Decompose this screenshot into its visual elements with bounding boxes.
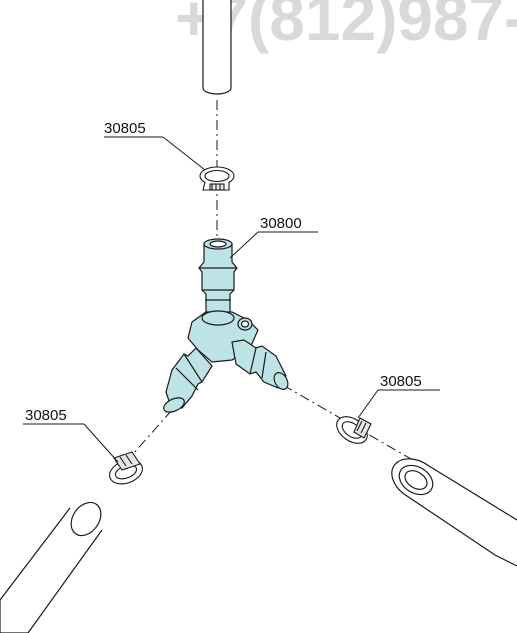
hose-clamp-top <box>199 166 235 191</box>
leader-line <box>83 423 119 463</box>
tee-fitting <box>163 238 289 413</box>
callout-30805-top: 30805 <box>104 120 206 171</box>
hose-left <box>0 501 103 633</box>
callout-30800: 30800 <box>229 215 318 259</box>
leader-line <box>162 136 206 171</box>
watermark-text: +7(812)987- <box>175 0 517 54</box>
leader-line <box>229 231 259 259</box>
part-number-label: 30805 <box>104 120 146 137</box>
hose-top <box>202 0 232 95</box>
callout-30805-right: 30805 <box>357 373 440 419</box>
part-number-label: 30805 <box>380 373 422 390</box>
part-number-label: 30800 <box>260 215 302 232</box>
hose-clamp-right <box>336 416 372 444</box>
assembly-axis-lines <box>109 100 431 481</box>
hose-clamp-left <box>109 451 143 485</box>
callout-30805-left: 30805 <box>23 407 119 463</box>
part-number-label: 30805 <box>25 407 67 424</box>
hose-right <box>391 458 517 567</box>
leader-line <box>357 389 379 419</box>
left-axis-line <box>109 409 173 481</box>
